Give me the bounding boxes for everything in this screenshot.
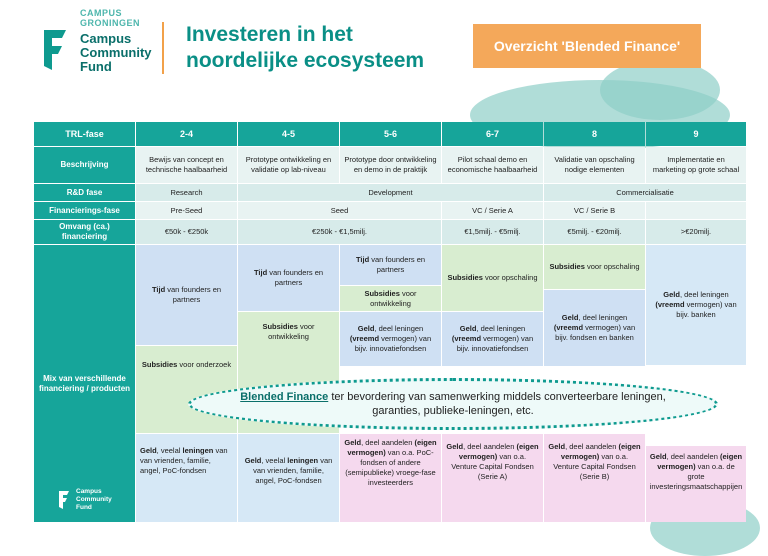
row-header-beschrijving: Beschrijving bbox=[34, 147, 135, 183]
footer-logo-text: Campus Community Fund bbox=[76, 488, 112, 511]
omvang-cell: €1,5milj. - €5milj. bbox=[442, 220, 543, 244]
decorative-blob bbox=[600, 60, 720, 120]
row-header-mix: Mix van verschillende financiering / pro… bbox=[34, 245, 135, 522]
row-header-rd: R&D fase bbox=[34, 184, 135, 201]
trl-col-2: 4-5 bbox=[238, 122, 339, 146]
beschrijving-cell: Prototype ontwikkeling en validatie op l… bbox=[238, 147, 339, 183]
mix-cell-tijd: Tijd van founders en partners bbox=[238, 245, 339, 311]
rd-cell: Research bbox=[136, 184, 237, 201]
blended-finance-text: ter bevordering van samenwerking middels… bbox=[331, 391, 666, 417]
row-header-trl: TRL-fase bbox=[34, 122, 135, 146]
beschrijving-cell: Bewijs van concept en technische haalbaa… bbox=[136, 147, 237, 183]
footer-logo: Campus Community Fund bbox=[58, 488, 138, 514]
rd-cell: Commercialisatie bbox=[544, 184, 746, 201]
logo-mark-icon bbox=[59, 491, 69, 509]
mix-cell-geld: Geld, veelal leningen van van vrienden, … bbox=[136, 434, 237, 522]
org-top-label: CAMPUS GRONINGEN bbox=[80, 8, 141, 28]
mix-cell-subsidies: Subsidies voor opschaling bbox=[442, 245, 543, 311]
page-title: Investeren in het noordelijke ecosysteem bbox=[186, 23, 425, 72]
mix-cell-geld-aandelen: Geld, deel aandelen (eigen vermogen) van… bbox=[646, 446, 746, 522]
row-header-financierings-fase: Financierings-fase bbox=[34, 202, 135, 219]
mix-cell-subsidies: Subsidies voor opschaling bbox=[544, 245, 645, 289]
mix-cell-geld-leningen: Geld, deel leningen (vreemd vermogen) va… bbox=[544, 290, 645, 366]
mix-cell-geld-aandelen: Geld, deel aandelen (eigen vermogen) van… bbox=[442, 434, 543, 522]
mix-cell-geld-leningen: Geld, deel leningen (vreemd vermogen) va… bbox=[340, 312, 441, 366]
mix-cell-geld-aandelen: Geld, deel aandelen (eigen vermogen) van… bbox=[340, 434, 441, 522]
mix-cell-subsidies: Subsidies voor onderzoek bbox=[136, 346, 237, 433]
blended-finance-callout: Blended Finance ter bevordering van same… bbox=[188, 378, 718, 430]
overview-badge: Overzicht 'Blended Finance' bbox=[473, 24, 701, 68]
trl-col-3: 5-6 bbox=[340, 122, 441, 146]
trl-col-6: 9 bbox=[646, 122, 746, 146]
fin-cell: VC / Serie A bbox=[442, 202, 543, 219]
omvang-cell: €5milj. - €20milj. bbox=[544, 220, 645, 244]
beschrijving-cell: Pilot schaal demo en economische haalbaa… bbox=[442, 147, 543, 183]
campus-community-fund-logo: CAMPUS GRONINGEN Campus Community Fund bbox=[40, 8, 170, 78]
org-name: Campus Community Fund bbox=[80, 31, 152, 74]
trl-col-5: 8 bbox=[544, 122, 645, 146]
omvang-cell: €250k - €1,5milj. bbox=[238, 220, 441, 244]
row-header-omvang: Omvang (ca.) financiering bbox=[34, 220, 135, 244]
beschrijving-cell: Prototype door ontwikkeling en demo in d… bbox=[340, 147, 441, 183]
mix-cell-subsidies: Subsidies voor ontwikkeling bbox=[340, 286, 441, 311]
fin-cell bbox=[646, 202, 746, 219]
trl-col-1: 2-4 bbox=[136, 122, 237, 146]
omvang-cell: >€20milj. bbox=[646, 220, 746, 244]
header-divider bbox=[162, 22, 164, 74]
mix-cell-geld-leningen: Geld, deel leningen (vreemd vermogen) va… bbox=[442, 312, 543, 366]
fin-cell: Seed bbox=[238, 202, 441, 219]
mix-cell-tijd: Tijd van founders en partners bbox=[136, 245, 237, 345]
fin-cell: Pre-Seed bbox=[136, 202, 237, 219]
mix-cell-tijd: Tijd van founders en partners bbox=[340, 245, 441, 285]
blended-finance-table: TRL-fase 2-4 4-5 5-6 6-7 8 9 Beschrijvin… bbox=[34, 122, 746, 522]
fin-cell: VC / Serie B bbox=[544, 202, 645, 219]
mix-cell-geld: Geld, veelal leningen van van vrienden, … bbox=[238, 434, 339, 522]
beschrijving-cell: Validatie van opschaling nodige elemente… bbox=[544, 147, 645, 183]
beschrijving-cell: Implementatie en marketing op grote scha… bbox=[646, 147, 746, 183]
blended-finance-highlight: Blended Finance bbox=[240, 391, 329, 403]
mix-cell-geld-leningen: Geld, deel leningen (vreemd vermogen) va… bbox=[646, 245, 746, 365]
trl-col-4: 6-7 bbox=[442, 122, 543, 146]
omvang-cell: €50k - €250k bbox=[136, 220, 237, 244]
rd-cell: Development bbox=[238, 184, 543, 201]
mix-cell-geld-aandelen: Geld, deel aandelen (eigen vermogen) van… bbox=[544, 434, 645, 522]
logo-mark-icon bbox=[44, 30, 66, 70]
